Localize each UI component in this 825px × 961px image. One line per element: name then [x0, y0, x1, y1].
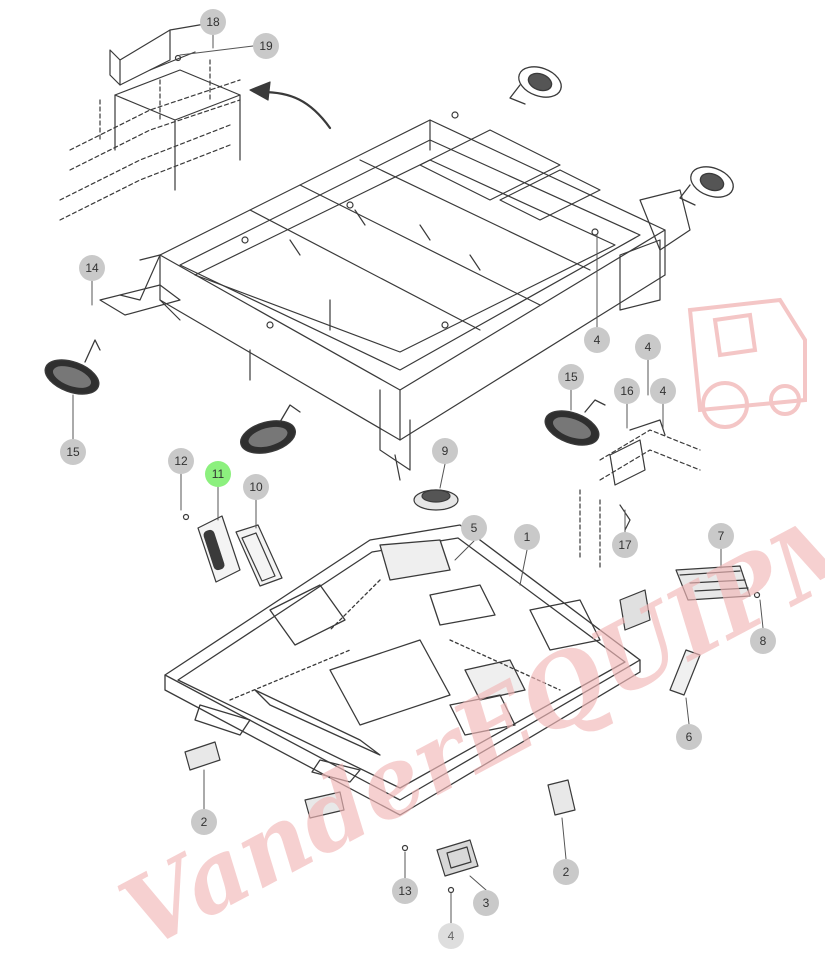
console-7 — [675, 565, 751, 601]
callout-3[interactable]: 3 — [473, 890, 499, 916]
upper-speaker-far-right — [679, 166, 734, 206]
callout-7[interactable]: 7 — [708, 523, 734, 549]
callout-10[interactable]: 10 — [243, 474, 269, 500]
callout-5[interactable]: 5 — [461, 515, 487, 541]
callout-15[interactable]: 15 — [60, 439, 86, 465]
dome-light-right — [547, 779, 576, 816]
screw-8 — [753, 591, 761, 599]
screw-12 — [182, 513, 190, 521]
callout-16[interactable]: 16 — [614, 378, 640, 404]
callout-17[interactable]: 17 — [612, 532, 638, 558]
work-lamp-right — [544, 399, 606, 446]
speaker-9 — [413, 489, 459, 511]
callout-4[interactable]: 4 — [584, 327, 610, 353]
upper-speaker-right — [509, 66, 562, 105]
speaker-cover-10 — [235, 524, 283, 587]
callout-6[interactable]: 6 — [676, 724, 702, 750]
callout-4[interactable]: 4 — [635, 334, 661, 360]
dome-light-left — [184, 741, 221, 771]
speaker-grille-11 — [197, 515, 241, 583]
callout-12[interactable]: 12 — [168, 448, 194, 474]
dome-light-center — [304, 791, 345, 819]
roof-frame — [119, 111, 691, 481]
lens-6 — [669, 649, 701, 696]
light-3 — [436, 839, 479, 877]
callout-1[interactable]: 1 — [514, 524, 540, 550]
callout-15[interactable]: 15 — [558, 364, 584, 390]
callout-2[interactable]: 2 — [191, 809, 217, 835]
bracket-box-18 — [119, 29, 171, 86]
callout-2[interactable]: 2 — [553, 859, 579, 885]
callout-8[interactable]: 8 — [750, 628, 776, 654]
headliner-panel — [164, 524, 641, 816]
callout-9[interactable]: 9 — [432, 438, 458, 464]
screw-13 — [401, 844, 409, 852]
callout-4[interactable]: 4 — [438, 923, 464, 949]
leader-lines — [72, 34, 764, 924]
callout-4[interactable]: 4 — [650, 378, 676, 404]
rear-frame-extension — [59, 59, 241, 221]
callout-18[interactable]: 18 — [200, 9, 226, 35]
callout-11[interactable]: 11 — [205, 461, 231, 487]
callout-13[interactable]: 13 — [392, 878, 418, 904]
direction-arrow — [260, 90, 332, 130]
work-lamp-center — [240, 404, 301, 454]
callout-14[interactable]: 14 — [79, 255, 105, 281]
work-lamp-left — [44, 339, 101, 395]
callout-19[interactable]: 19 — [253, 33, 279, 59]
